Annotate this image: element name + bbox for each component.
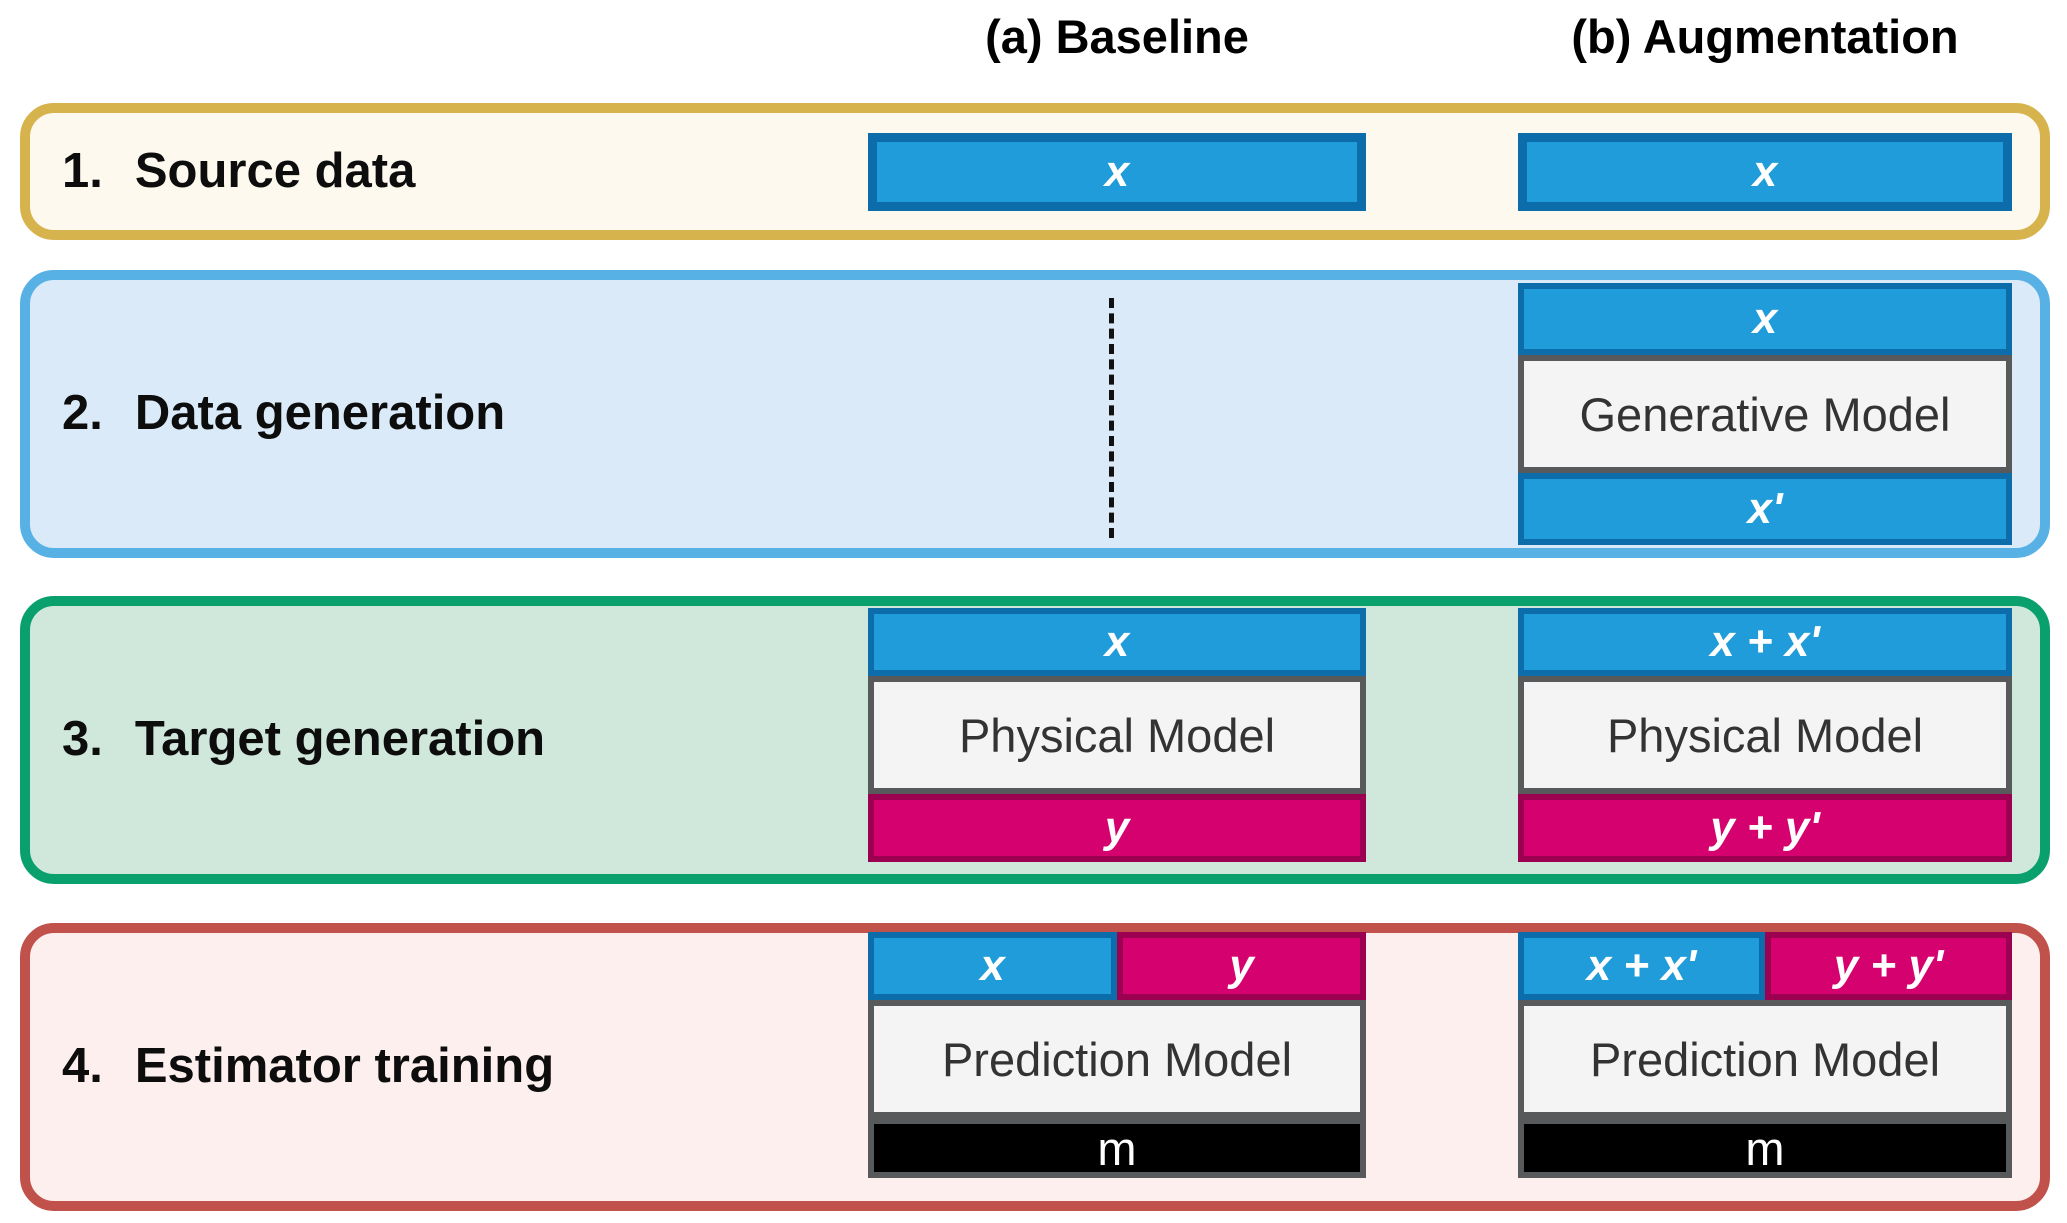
stage-number: 1. [62, 144, 103, 198]
stage-label-estimator-training: 4. Estimator training [62, 1042, 554, 1091]
prediction-model-stack-baseline: x y Prediction Model m [868, 932, 1366, 1178]
stage-label-target-generation: 3. Target generation [62, 715, 545, 764]
physical-output-y-plus-bar: y + y' [1518, 794, 2012, 862]
stage-number: 4. [62, 1039, 103, 1093]
prediction-input-split-bar: x y [868, 932, 1366, 1000]
prediction-model-stack-augmentation: x + x' y + y' Prediction Model m [1518, 932, 2012, 1178]
prediction-input-y-plus-bar: y + y' [1765, 932, 2012, 1000]
stage-title: Target generation [134, 712, 546, 766]
physical-model-stack-baseline: x Physical Model y [868, 608, 1366, 862]
prediction-input-x-bar: x [868, 932, 1117, 1000]
generative-output-x-prime-bar: x' [1518, 473, 2012, 545]
source-data-x-bar-baseline: x [868, 133, 1366, 211]
stage-label-source-data: 1. Source data [62, 147, 415, 196]
stage-title: Data generation [134, 386, 506, 440]
prediction-input-x-plus-bar: x + x' [1518, 932, 1765, 1000]
column-header-baseline: (a) Baseline [985, 9, 1249, 63]
physical-input-x-plus-bar: x + x' [1518, 608, 2012, 676]
generative-model-box: Generative Model [1518, 355, 2012, 473]
stage-title: Source data [134, 144, 416, 198]
physical-model-box: Physical Model [868, 676, 1366, 794]
stage-number: 3. [62, 712, 103, 766]
stage-title: Estimator training [134, 1039, 555, 1093]
prediction-model-box: Prediction Model [868, 1000, 1366, 1118]
source-data-x-bar-augmentation: x [1518, 133, 2012, 211]
physical-output-y-bar: y [868, 794, 1366, 862]
baseline-noop-dashed-line [1109, 298, 1114, 538]
physical-input-x-bar: x [868, 608, 1366, 676]
physical-model-box: Physical Model [1518, 676, 2012, 794]
prediction-input-split-bar: x + x' y + y' [1518, 932, 2012, 1000]
prediction-input-y-bar: y [1117, 932, 1366, 1000]
stage-number: 2. [62, 386, 103, 440]
column-header-augmentation: (b) Augmentation [1571, 9, 1959, 63]
prediction-model-box: Prediction Model [1518, 1000, 2012, 1118]
generative-model-stack: x Generative Model x' [1518, 283, 2012, 545]
physical-model-stack-augmentation: x + x' Physical Model y + y' [1518, 608, 2012, 862]
generative-input-x-bar: x [1518, 283, 2012, 355]
estimator-m-bar: m [1518, 1118, 2012, 1178]
estimator-m-bar: m [868, 1118, 1366, 1178]
stage-label-data-generation: 2. Data generation [62, 389, 505, 438]
